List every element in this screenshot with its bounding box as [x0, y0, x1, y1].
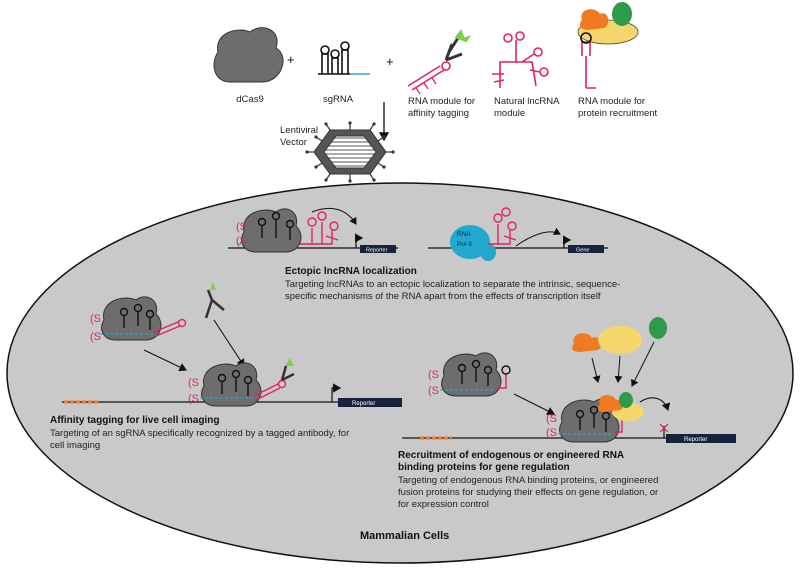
- svg-text:(S: (S: [236, 221, 247, 233]
- pol-label: Pol II: [457, 241, 472, 248]
- label-lentiviral-vector: Lentiviral Vector: [280, 125, 319, 148]
- sgrna-icon: [318, 41, 370, 75]
- reporter-box-ectopic: [360, 245, 396, 253]
- ectopic-scene: (S (S Reporter RNA Pol II Gene: [228, 207, 608, 261]
- affinity-title: Affinity tagging for live cell imaging: [50, 415, 220, 426]
- label-affinity-module: RNA module for affinity tagging: [408, 96, 476, 119]
- recruitment-title: Recruitment of endogenous or engineered …: [398, 450, 624, 473]
- svg-text:(S: (S: [90, 313, 101, 325]
- svg-text:(S: (S: [90, 331, 101, 343]
- rna-pol-label: RNA: [457, 231, 471, 238]
- label-sgrna: sgRNA: [322, 94, 354, 105]
- affinity-scene: (S (S (S (S Reporter: [62, 282, 402, 407]
- lentiviral-vector-icon: [305, 121, 395, 183]
- affinity-description: Targeting of an sgRNA specifically recog…: [50, 428, 350, 451]
- svg-text:(S: (S: [428, 385, 439, 397]
- gene-box: [568, 245, 604, 253]
- reporter-label-affinity: Reporter: [352, 401, 375, 407]
- plus-label: +: [287, 52, 295, 67]
- recruitment-scene: (S (S (S (S Reporter: [402, 317, 736, 443]
- gene-label: Gene: [576, 248, 589, 254]
- svg-text:(S: (S: [546, 427, 557, 439]
- svg-text:(S: (S: [188, 377, 199, 389]
- label-lncrna-module: Natural lncRNA module: [494, 96, 559, 119]
- svg-text:(S: (S: [236, 235, 247, 247]
- reporter-label-ectopic: Reporter: [366, 248, 388, 254]
- recruitment-description: Targeting of endogenous RNA binding prot…: [398, 475, 659, 510]
- svg-text:(S: (S: [546, 413, 557, 425]
- reporter-label-recruitment: Reporter: [684, 437, 707, 443]
- dcas9-shape: [213, 27, 284, 83]
- lncrna-module-icon: [492, 31, 549, 88]
- cell-label: Mammalian Cells: [360, 530, 450, 542]
- label-dcas9: dCas9: [236, 94, 264, 105]
- svg-text:(S: (S: [188, 393, 199, 405]
- recruitment-module-icon: [577, 2, 639, 89]
- ectopic-description: Targeting lncRNAs to an ectopic localiza…: [285, 279, 621, 302]
- reporter-box-affinity: [338, 398, 402, 407]
- affinity-module-icon: [407, 28, 472, 95]
- ectopic-title: Ectopic lncRNA localization: [285, 266, 417, 277]
- plus-2: +: [386, 54, 394, 69]
- svg-text:(S: (S: [428, 369, 439, 381]
- label-recruitment-module: RNA module for protein recruitment: [578, 96, 658, 119]
- mammalian-cell: [6, 182, 794, 564]
- reporter-box-recruitment: [666, 434, 736, 443]
